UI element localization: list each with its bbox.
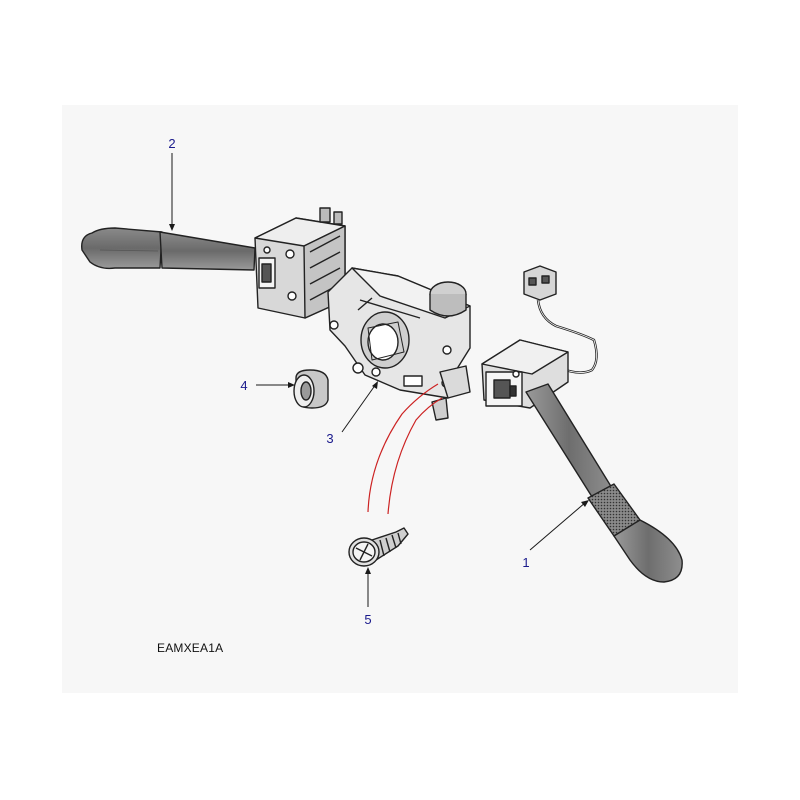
leader-1 bbox=[529, 501, 587, 551]
part-1-right-stalk-switch bbox=[482, 266, 682, 582]
part-2-left-stalk-switch bbox=[82, 208, 345, 318]
callout-label-2: 2 bbox=[168, 136, 175, 151]
leader-3 bbox=[341, 383, 377, 433]
callout-label-4: 4 bbox=[240, 378, 247, 393]
callout-label-5: 5 bbox=[364, 612, 371, 627]
part-5-screw bbox=[349, 528, 408, 566]
assembly-guide-lines bbox=[367, 383, 443, 515]
part-4-grommet bbox=[294, 370, 328, 408]
callout-label-1: 1 bbox=[522, 555, 529, 570]
drawing-reference-code: EAMXEA1A bbox=[157, 641, 224, 655]
leader-lines bbox=[171, 153, 587, 607]
leader-arrowheads bbox=[169, 224, 589, 574]
callout-label-3: 3 bbox=[326, 431, 333, 446]
part-3-switch-carrier bbox=[328, 268, 470, 420]
diagram-panel bbox=[62, 105, 738, 693]
